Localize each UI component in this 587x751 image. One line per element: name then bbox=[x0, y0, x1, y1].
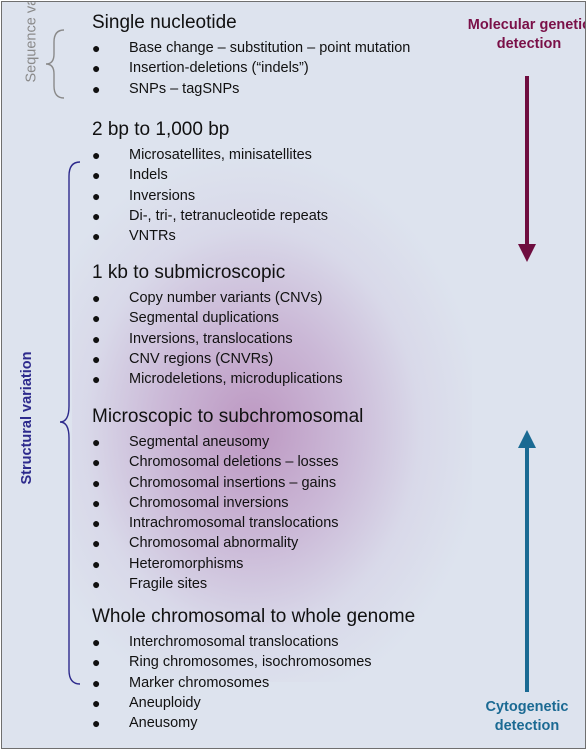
molecular-arrow-head bbox=[518, 244, 536, 262]
list-item: ●Di-, tri-, tetranucleotide repeats bbox=[92, 207, 329, 224]
list-item: ●Microsatellites, minisatellites bbox=[92, 147, 312, 163]
group-heading: 1 kb to submicroscopic bbox=[92, 262, 286, 283]
list-item: ●Segmental duplications bbox=[92, 310, 279, 327]
bullet-icon: ● bbox=[92, 40, 101, 56]
group-heading: Whole chromosomal to whole genome bbox=[92, 606, 416, 627]
list-item: ●CNV regions (CNVRs) bbox=[92, 350, 274, 367]
bullet-icon: ● bbox=[92, 434, 101, 450]
bullet-icon: ● bbox=[92, 634, 101, 650]
bullet-icon: ● bbox=[92, 654, 101, 671]
bullet-icon: ● bbox=[92, 576, 101, 593]
list-item: ●Aneusomy bbox=[92, 715, 198, 732]
list-item: ●Copy number variants (CNVs) bbox=[92, 290, 323, 306]
bullet-icon: ● bbox=[92, 694, 101, 711]
bullet-icon: ● bbox=[92, 80, 101, 97]
bullet-icon: ● bbox=[92, 371, 101, 388]
group-single-nucleotide: Single nucleotide ●Base change – substit… bbox=[92, 12, 411, 99]
group-1kb-to-submicroscopic: 1 kb to submicroscopic ●Copy number vari… bbox=[92, 262, 343, 389]
group-microscopic-to-subchromosomal: Microscopic to subchromosomal ●Segmental… bbox=[92, 406, 363, 594]
bullet-icon: ● bbox=[92, 474, 101, 491]
group-heading: Single nucleotide bbox=[92, 12, 237, 33]
cytogenetic-arrow-head bbox=[518, 430, 536, 448]
list-item: ●Base change – substitution – point muta… bbox=[92, 40, 411, 56]
bullet-icon: ● bbox=[92, 187, 101, 204]
list-item: ●Heteromorphisms bbox=[92, 555, 244, 572]
list-item: ●Chromosomal abnormality bbox=[92, 535, 299, 552]
list-item: ●Indels bbox=[92, 167, 168, 184]
bullet-icon: ● bbox=[92, 147, 101, 163]
list-item: ●Chromosomal inversions bbox=[92, 494, 289, 511]
molecular-detection-label: Molecular genetic detection bbox=[467, 17, 586, 52]
list-item: ●Ring chromosomes, isochromosomes bbox=[92, 654, 372, 671]
bullet-icon: ● bbox=[92, 555, 101, 572]
bullet-icon: ● bbox=[92, 535, 101, 552]
list-item: ●Interchromosomal translocations bbox=[92, 634, 339, 650]
list-item: ●Chromosomal insertions – gains bbox=[92, 474, 337, 491]
bullet-icon: ● bbox=[92, 60, 101, 77]
list-item: ●Chromosomal deletions – losses bbox=[92, 454, 339, 471]
list-item: ●Aneuploidy bbox=[92, 694, 201, 711]
bullet-icon: ● bbox=[92, 290, 101, 306]
bullet-icon: ● bbox=[92, 330, 101, 347]
bullet-icon: ● bbox=[92, 167, 101, 184]
bullet-icon: ● bbox=[92, 228, 101, 245]
bullet-icon: ● bbox=[92, 494, 101, 511]
sequence-variation-brace bbox=[45, 29, 65, 99]
list-item: ●Inversions bbox=[92, 187, 196, 204]
list-item: ●Marker chromosomes bbox=[92, 674, 270, 691]
group-2bp-to-1000bp: 2 bp to 1,000 bp ●Microsatellites, minis… bbox=[92, 119, 329, 246]
list-item: ●Insertion-deletions (“indels”) bbox=[92, 60, 309, 77]
bullet-icon: ● bbox=[92, 515, 101, 532]
list-item: ●Intrachromosomal translocations bbox=[92, 515, 339, 532]
bullet-icon: ● bbox=[92, 350, 101, 367]
list-item: ●Segmental aneusomy bbox=[92, 434, 270, 450]
group-heading: 2 bp to 1,000 bp bbox=[92, 119, 230, 140]
list-item: ●VNTRs bbox=[92, 228, 176, 245]
bullet-icon: ● bbox=[92, 207, 101, 224]
list-item: ●Inversions, translocations bbox=[92, 330, 293, 347]
cytogenetic-detection-label: Cytogenetic detection bbox=[485, 699, 569, 734]
list-item: ●Fragile sites bbox=[92, 576, 208, 593]
list-item: ●Microdeletions, microduplications bbox=[92, 371, 343, 388]
bullet-icon: ● bbox=[92, 674, 101, 691]
list-item: ●SNPs – tagSNPs bbox=[92, 80, 240, 97]
background-glow bbox=[72, 122, 472, 682]
bullet-icon: ● bbox=[92, 454, 101, 471]
group-heading: Microscopic to subchromosomal bbox=[92, 406, 364, 427]
structural-variation-brace bbox=[59, 161, 81, 685]
bullet-icon: ● bbox=[92, 715, 101, 732]
group-whole-chromosomal-to-whole-genome: Whole chromosomal to whole genome ●Inter… bbox=[92, 606, 415, 733]
bullet-icon: ● bbox=[92, 310, 101, 327]
